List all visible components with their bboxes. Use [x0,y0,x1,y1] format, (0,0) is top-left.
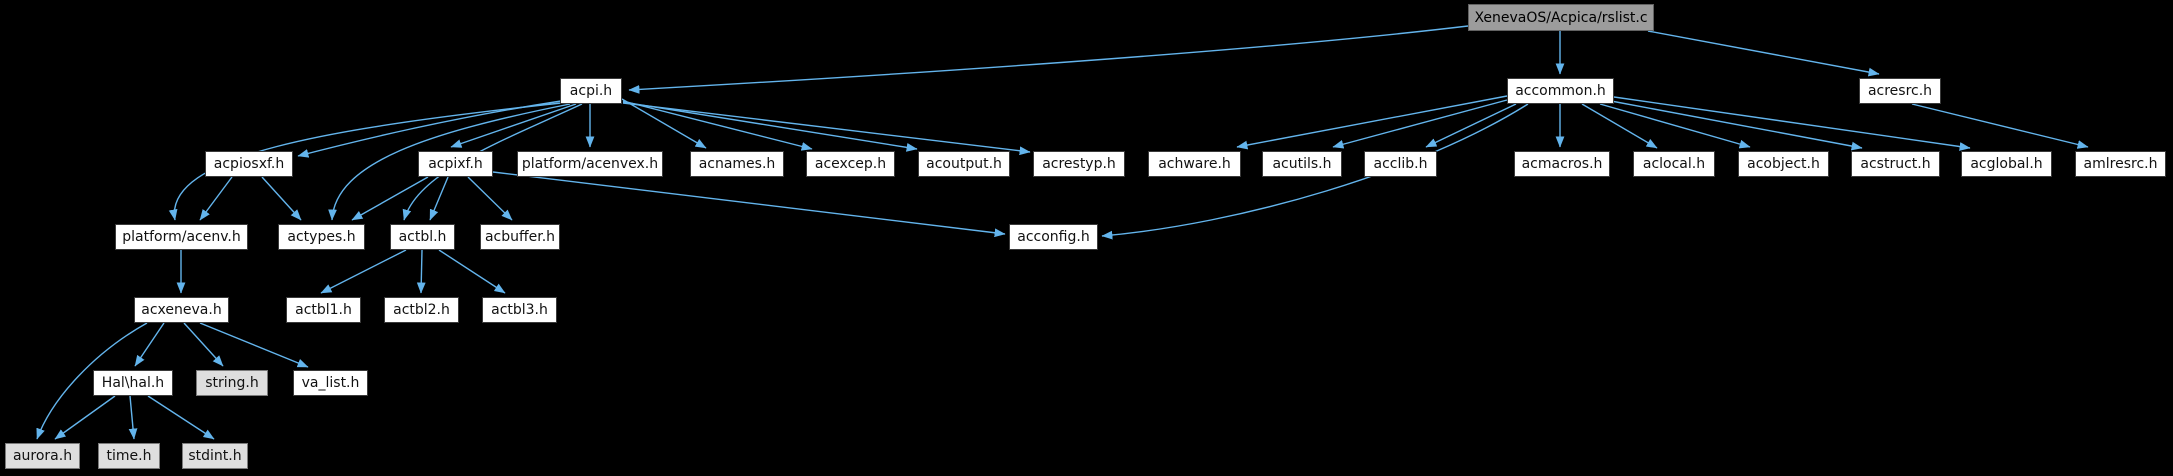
edge-acpi_h-to-acpixf_h [450,103,577,148]
node-acnames-h[interactable]: acnames.h [690,151,784,177]
edge-acpixf_h-to-acconfig_h [492,171,1006,238]
edge-acpi_h-to-acrestyp_h [622,102,1031,156]
node-actbl1-h[interactable]: actbl1.h [286,297,361,323]
node-acutils-h[interactable]: acutils.h [1262,151,1342,177]
edge-acpiosxf_h-to-platform_acenv_h [199,176,233,221]
edge-accommon_h-to-acconfig_h [1101,103,1529,240]
edge-accommon_h-to-acstruct_h [1610,100,1863,151]
edge-acpixf_h-to-actbl_h [429,176,449,221]
node-acclib-h[interactable]: acclib.h [1364,151,1437,177]
edge-actbl_h-to-actbl2_h [416,249,426,294]
edge-acxeneva_h-to-string_h [183,322,224,367]
edge-acxeneva_h-to-hal_hal_h [134,322,165,367]
edge-accommon_h-to-acglobal_h [1613,96,1971,151]
edge-hal_hal_h-to-aurora_h [54,395,116,440]
node-aclocal-h[interactable]: aclocal.h [1633,151,1715,177]
edge-accommon_h-to-acobject_h [1599,103,1751,149]
node-actypes-h[interactable]: actypes.h [278,224,365,250]
node-amlresrc-h[interactable]: amlresrc.h [2075,151,2166,177]
node-accommon-h[interactable]: accommon.h [1507,78,1614,104]
node-acstruct-h[interactable]: acstruct.h [1851,151,1940,177]
edge-acpiosxf_h-to-actypes_h [261,176,302,221]
node-actbl3-h[interactable]: actbl3.h [482,297,557,323]
node-acobject-h[interactable]: acobject.h [1738,151,1829,177]
node-acmacros-h[interactable]: acmacros.h [1514,151,1610,177]
edge-acpi_h-to-actypes_h [328,103,571,221]
node-acexcep-h[interactable]: acexcep.h [806,151,895,177]
edge-acresrc_h-to-amlresrc_h [1911,103,2089,149]
node-acpixf-h[interactable]: acpixf.h [418,151,493,177]
node-acconfig-h[interactable]: acconfig.h [1009,224,1098,250]
node-acglobal-h[interactable]: acglobal.h [1961,151,2052,177]
node-acpiosxf-h[interactable]: acpiosxf.h [205,151,293,177]
edge-acpixf_h-to-acbuffer_h [467,176,513,221]
node-string-h[interactable]: string.h [196,370,268,396]
node-platform-acenvex-h[interactable]: platform/acenvex.h [517,151,663,177]
node-acpi-h[interactable]: acpi.h [560,78,622,104]
node-acxeneva-h[interactable]: acxeneva.h [134,297,229,323]
edge-hal_hal_h-to-time_h [128,395,138,440]
edge-acxeneva_h-to-va_list_h [199,322,309,368]
node-va-list-h[interactable]: va_list.h [293,370,368,396]
edge-actbl_h-to-actbl3_h [438,249,506,294]
node-achware-h[interactable]: achware.h [1148,151,1241,177]
edge-rslist_c-to-acpi_h [628,25,1469,94]
node-platform-acenv-h[interactable]: platform/acenv.h [115,224,248,250]
node-time-h[interactable]: time.h [98,443,160,469]
edge-acpi_h-to-acoutput_h [622,101,918,152]
node-acresrc-h[interactable]: acresrc.h [1859,78,1941,104]
edge-actbl_h-to-actbl1_h [320,249,407,294]
edge-acpi_h-to-acexcep_h [622,100,813,151]
edge-rslist_c-to-acresrc_h [1647,30,1880,77]
edge-accommon_h-to-achware_h [1236,95,1508,150]
node-acoutput-h[interactable]: acoutput.h [918,151,1010,177]
edge-acpi_h-to-acpiosxf_h [297,100,562,158]
node-actbl-h[interactable]: actbl.h [390,224,455,250]
edge-accommon_h-to-acutils_h [1332,99,1508,149]
edge-acxeneva_h-to-aurora_h [36,322,148,440]
edge-accommon_h-to-acclib_h [1425,103,1517,148]
edge-acpixf_h-to-actypes_h [351,176,429,221]
node-acrestyp-h[interactable]: acrestyp.h [1033,151,1125,177]
edge-acpi_h-to-platform_acenv_h [168,102,562,221]
edge-acpi_h-to-acnames_h [621,98,707,149]
node-hal-hal-h[interactable]: Hal\hal.h [93,370,173,396]
node-acbuffer-h[interactable]: acbuffer.h [480,224,560,250]
node-aurora-h[interactable]: aurora.h [5,443,80,469]
node-rslist-c: XenevaOS/Acpica/rslist.c [1468,4,1654,31]
node-actbl2-h[interactable]: actbl2.h [384,297,459,323]
edge-hal_hal_h-to-stdint_h [147,395,215,440]
edge-accommon_h-to-aclocal_h [1581,103,1658,149]
node-stdint-h[interactable]: stdint.h [182,443,248,469]
